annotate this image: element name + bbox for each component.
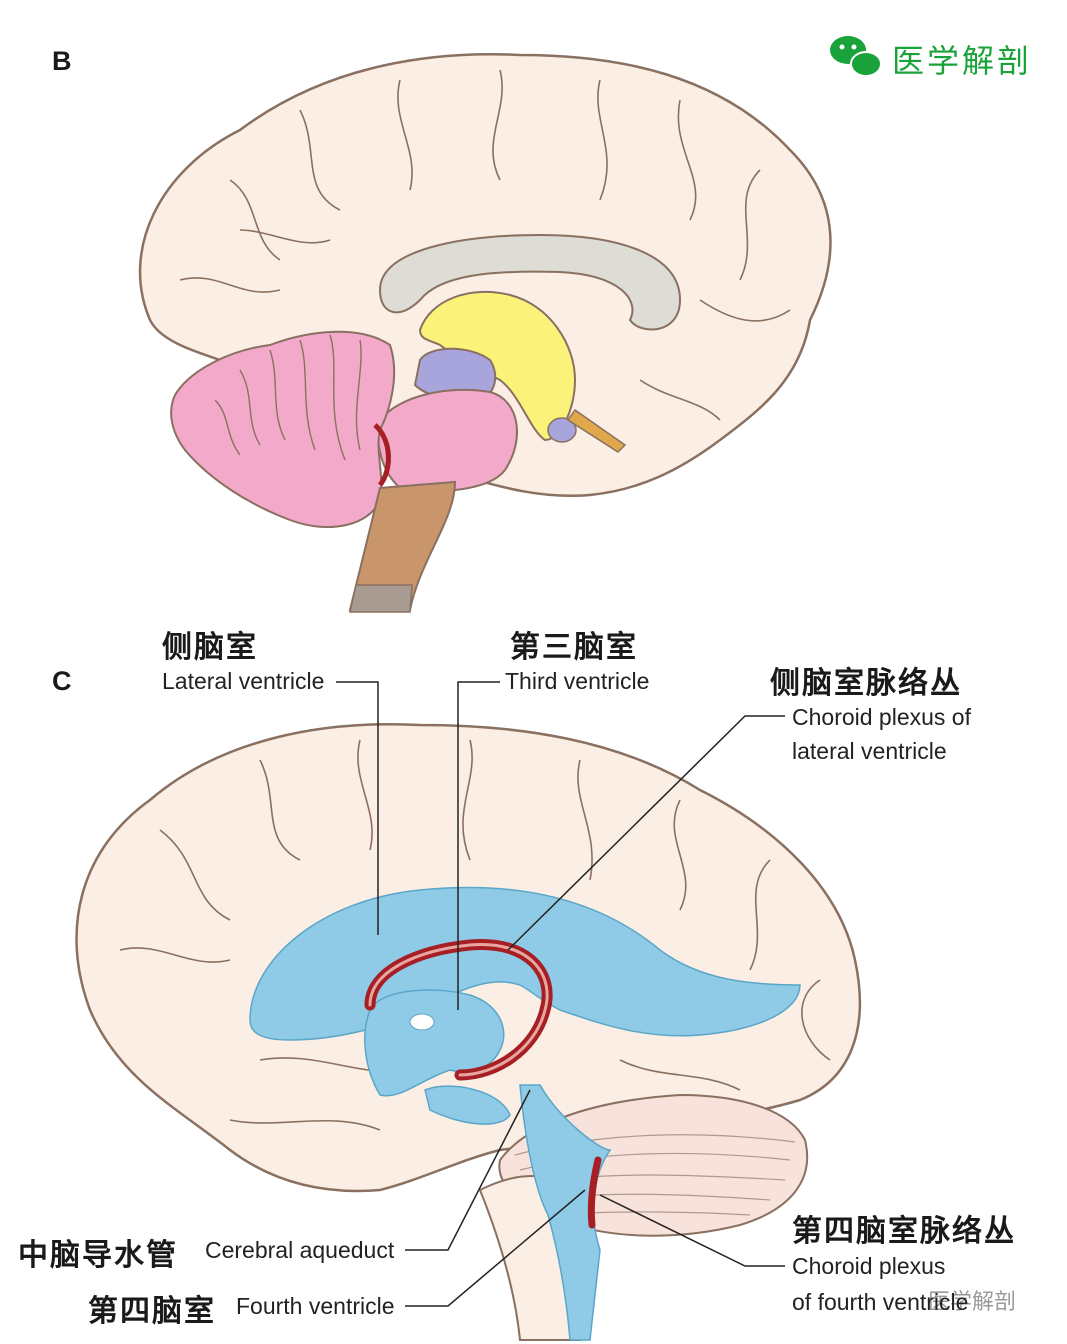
leader-fourth-ventricle xyxy=(405,1189,586,1307)
label-choroid-lateral-en2: lateral ventricle xyxy=(792,738,947,764)
leader-third-ventricle xyxy=(457,681,500,1010)
label-third-ventricle-en: Third ventricle xyxy=(505,668,650,694)
brain-lateral-c xyxy=(75,723,862,1341)
leader-lateral-ventricle xyxy=(336,681,379,935)
mammillary-body xyxy=(547,417,577,443)
panel-label-c: C xyxy=(52,666,72,696)
label-lateral-ventricle-en: Lateral ventricle xyxy=(162,668,325,694)
watermark-text: 医学解剖 xyxy=(892,42,1033,80)
corpus-callosum xyxy=(378,233,682,331)
watermark-text-bottom: 医学解剖 xyxy=(928,1290,1017,1315)
label-cerebral-aqueduct-en: Cerebral aqueduct xyxy=(205,1237,395,1263)
temporal-horn xyxy=(424,1085,511,1125)
label-choroid-lateral-cn: 侧脑室脉络丛 xyxy=(770,666,962,701)
leader-lines xyxy=(336,681,785,1307)
panel-label-b: B xyxy=(52,46,72,76)
interthalamic-adhesion xyxy=(409,1013,435,1031)
cerebellum-folia-b xyxy=(214,334,362,461)
aqueduct-fourth-ventricle xyxy=(519,1084,612,1341)
label-choroid-lateral-en1: Choroid plexus of xyxy=(792,704,971,730)
label-choroid-fourth-en1: Choroid plexus xyxy=(792,1253,946,1279)
brainstem-lower xyxy=(349,584,413,613)
leader-cerebral-aqueduct xyxy=(405,1089,531,1251)
leader-choroid-lateral xyxy=(507,715,785,951)
fourth-ventricle-choroid-b xyxy=(373,423,391,487)
label-choroid-fourth-cn: 第四脑室脉络丛 xyxy=(792,1214,1016,1249)
wechat-icon xyxy=(830,36,882,77)
label-choroid-fourth-en2: of fourth ventricle xyxy=(792,1289,969,1315)
choroid-plexus-lateral-inner xyxy=(368,943,549,1077)
gyri-lines-c xyxy=(119,739,831,1131)
leader-choroid-fourth xyxy=(599,1194,785,1267)
gyri-lines-b xyxy=(179,69,791,421)
label-third-ventricle-cn: 第三脑室 xyxy=(510,630,638,665)
label-fourth-ventricle-en: Fourth ventricle xyxy=(236,1293,395,1319)
label-cerebral-aqueduct-cn: 中脑导水管 xyxy=(18,1238,178,1273)
choroid-plexus-fourth xyxy=(587,1156,602,1229)
brain-sagittal-b xyxy=(138,53,832,613)
label-fourth-ventricle-cn: 第四脑室 xyxy=(88,1294,216,1329)
cerebellum-b xyxy=(170,330,396,528)
pons xyxy=(377,388,518,492)
label-lateral-ventricle-cn: 侧脑室 xyxy=(162,630,258,665)
optic-nerve xyxy=(566,408,627,453)
